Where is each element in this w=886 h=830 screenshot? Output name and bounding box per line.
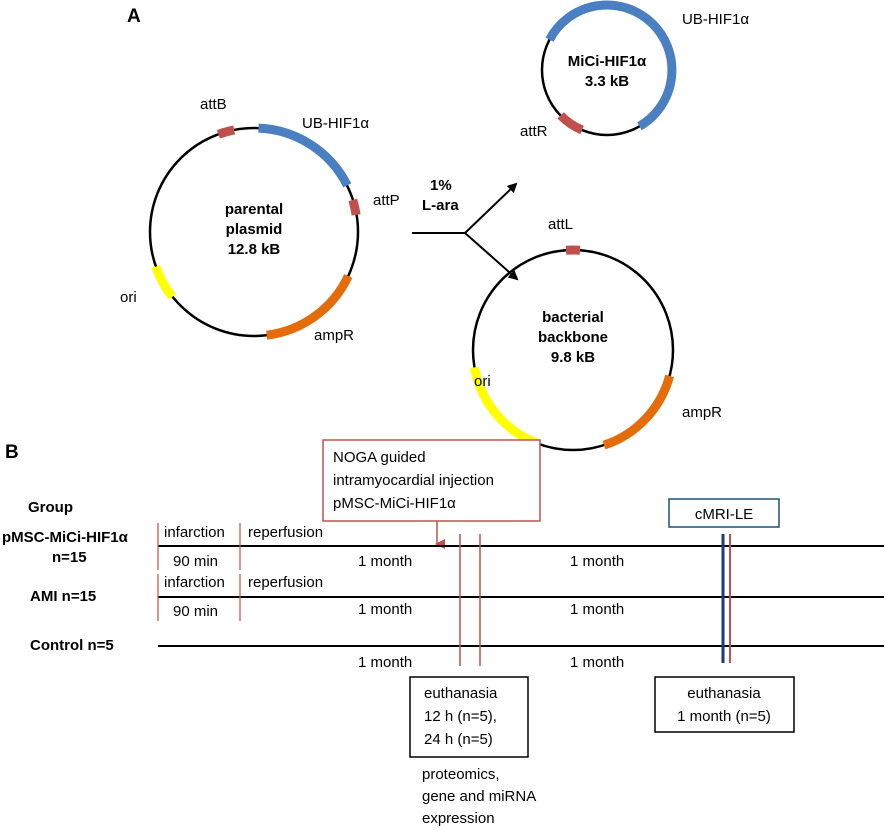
parental-label-ori: ori (120, 289, 137, 306)
row-control-month2: 1 month (570, 654, 624, 671)
parental-size: 12.8 kB (228, 241, 281, 258)
row-ami-reperfusion: reperfusion (248, 574, 323, 591)
backbone-name-line1: bacterial (542, 309, 604, 326)
euthanasia1-line1: euthanasia (424, 685, 498, 702)
parental-plasmid: parental plasmid 12.8 kB attB UB-HIF1α a… (120, 96, 400, 344)
parental-attp-segment (348, 198, 361, 216)
split-arrow-up (464, 182, 518, 234)
parental-plasmid-circle (148, 126, 360, 338)
euthanasia-box-early: euthanasia 12 h (n=5), 24 h (n=5) (409, 676, 529, 758)
row-pmsc-reperfusion: reperfusion (248, 524, 323, 541)
row-ami-label: AMI n=15 (30, 588, 96, 605)
row-pmsc-month1: 1 month (358, 553, 412, 570)
arrow-label-line1: 1% (430, 177, 452, 194)
row-pmsc-label2: n=15 (52, 549, 87, 566)
timeline-row-control: Control n=5 1 month 1 month (30, 637, 884, 671)
analysis-line1: proteomics, (422, 766, 500, 783)
parental-label-attb: attB (200, 96, 227, 113)
parental-name-line1: parental (225, 201, 283, 218)
split-arrow-down (464, 232, 519, 281)
parental-label-ampr: ampR (314, 327, 354, 344)
injection-line2: intramyocardial injection (333, 472, 494, 489)
cmri-box (668, 498, 780, 528)
backbone-label-ori: ori (474, 373, 491, 390)
mici-attr-segment (557, 112, 585, 135)
euthanasia1-line2: 12 h (n=5), (424, 708, 497, 725)
parental-label-ub-hif1a: UB-HIF1α (302, 115, 369, 132)
backbone-plasmid: attL bacterial backbone 9.8 kB ori ampR (470, 216, 722, 452)
backbone-ampr-segment (602, 374, 674, 450)
mici-label-ub-hif1a: UB-HIF1α (682, 11, 749, 28)
row-pmsc-month2: 1 month (570, 553, 624, 570)
cmri-label: cMRI-LE (695, 506, 753, 523)
parental-name-line2: plasmid (226, 221, 283, 238)
injection-line1: NOGA guided (333, 449, 426, 466)
parental-ori-segment (151, 264, 176, 300)
backbone-size: 9.8 kB (551, 349, 595, 366)
backbone-label-attl: attL (548, 216, 573, 233)
row-ami-duration: 90 min (173, 603, 218, 620)
injection-line3: pMSC-MiCi-HIF1α (333, 495, 456, 512)
euthanasia2-line1: euthanasia (687, 685, 761, 702)
euthanasia1-line3: 24 h (n=5) (424, 731, 493, 748)
row-pmsc-label1: pMSC-MiCi-HIF1α (2, 529, 129, 546)
row-control-month1: 1 month (358, 654, 412, 671)
backbone-name-line2: backbone (538, 329, 608, 346)
row-control-label: Control n=5 (30, 637, 114, 654)
l-ara-split-arrow: 1% L-ara (412, 177, 519, 281)
arrow-label-line2: L-ara (422, 197, 459, 214)
mici-ub-hif1a-segment (545, 0, 677, 131)
backbone-label-ampr: ampR (682, 404, 722, 421)
mici-label-attr: attR (520, 123, 548, 140)
panel-label-a: A (127, 6, 141, 27)
mici-plasmid: MiCi-HIF1α 3.3 kB UB-HIF1α attR (520, 0, 749, 140)
analysis-line3: expression (422, 810, 495, 827)
panel-label-b: B (5, 442, 19, 463)
parental-ampr-segment (266, 274, 353, 340)
backbone-ori-segment (470, 366, 539, 448)
row-pmsc-infarction: infarction (164, 524, 225, 541)
row-ami-infarction: infarction (164, 574, 225, 591)
mici-name: MiCi-HIF1α (568, 53, 647, 70)
timeline-row-pmsc: pMSC-MiCi-HIF1α n=15 infarction 90 min r… (2, 523, 884, 570)
row-ami-month2: 1 month (570, 601, 624, 618)
euthanasia2-line2: 1 month (n=5) (677, 708, 771, 725)
parental-ub-hif1a-segment (258, 123, 352, 188)
euthanasia-box-late-frame (654, 676, 795, 733)
parental-label-attp: attP (373, 192, 400, 209)
row-pmsc-duration: 90 min (173, 553, 218, 570)
analysis-line2: gene and miRNA (422, 788, 536, 805)
euthanasia-box-early-frame (409, 676, 529, 758)
injection-callout: NOGA guided intramyocardial injection pM… (322, 439, 541, 549)
euthanasia-box-late: euthanasia 1 month (n=5) (654, 676, 795, 733)
mici-size: 3.3 kB (585, 73, 629, 90)
row-ami-month1: 1 month (358, 601, 412, 618)
group-header: Group (28, 499, 73, 516)
parental-attb-segment (216, 125, 236, 139)
timeline-row-ami: AMI n=15 infarction 90 min reperfusion 1… (30, 574, 884, 621)
injection-box (322, 439, 541, 522)
